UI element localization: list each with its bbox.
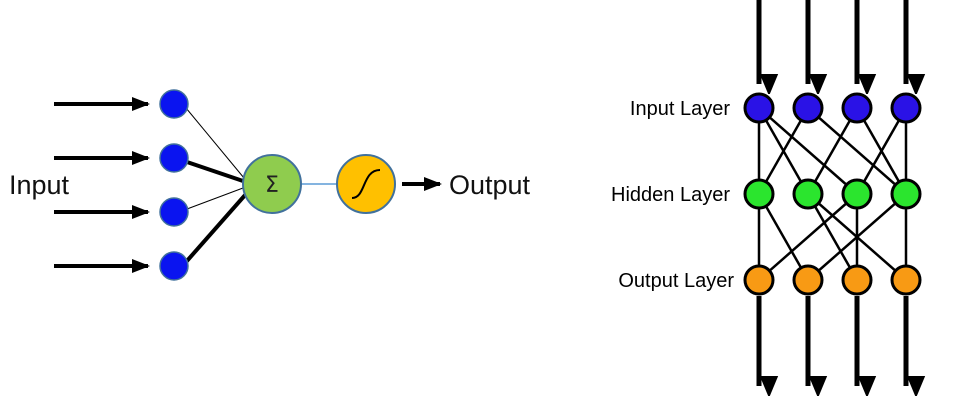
input-nodes: [159, 89, 189, 281]
input-arrows: [54, 97, 150, 273]
connection: [757, 193, 810, 281]
hidden-layer-node-3: [841, 178, 873, 210]
output-layer-node-2: [792, 264, 824, 296]
top-arrows: [756, 0, 906, 84]
input-node-3: [159, 197, 189, 227]
connections-input-hidden: [757, 107, 908, 195]
connection: [807, 193, 907, 281]
hidden-layer-node-1: [743, 178, 775, 210]
weight-line-3: [186, 187, 244, 210]
input-label: Input: [9, 170, 70, 200]
connection: [855, 107, 908, 195]
input-layer-label: Input Layer: [630, 98, 730, 120]
input-node-4: [159, 251, 189, 281]
connection: [807, 107, 907, 195]
hidden-layer-node-2: [792, 178, 824, 210]
bottom-arrows: [756, 296, 906, 386]
weight-line-4: [184, 192, 248, 264]
input-node-2: [159, 143, 189, 173]
input-node-1: [159, 89, 189, 119]
hidden-layer-node-4: [890, 178, 922, 210]
layered-network-diagram: Input Layer Hidden Layer Output Layer: [611, 0, 920, 386]
output-layer-node-4: [890, 264, 922, 296]
input-layer-node-3: [841, 92, 873, 124]
summation-symbol: Σ: [265, 173, 279, 198]
output-label: Output: [449, 170, 531, 200]
perceptron-diagram: Σ Input Output: [9, 89, 531, 281]
connections-hidden-output: [757, 193, 908, 281]
weight-line-2: [186, 160, 244, 183]
output-layer-node-3: [841, 264, 873, 296]
weight-lines: [184, 107, 248, 264]
connection: [758, 193, 858, 281]
input-layer-node-4: [890, 92, 922, 124]
connection: [806, 193, 859, 281]
output-layer-node-1: [743, 264, 775, 296]
input-layer-node-2: [792, 92, 824, 124]
hidden-layer-label: Hidden Layer: [611, 184, 730, 206]
sigmoid-icon: [351, 169, 381, 199]
output-layer-label: Output Layer: [618, 270, 734, 292]
connection: [806, 107, 859, 195]
connection: [758, 107, 858, 195]
input-layer-nodes: [743, 92, 922, 124]
activation-node: [336, 154, 396, 214]
connection: [757, 107, 810, 195]
weight-line-1: [185, 107, 245, 179]
input-layer-node-1: [743, 92, 775, 124]
hidden-layer-nodes: [743, 178, 922, 210]
output-layer-nodes: [743, 264, 922, 296]
summation-node: [242, 154, 302, 214]
